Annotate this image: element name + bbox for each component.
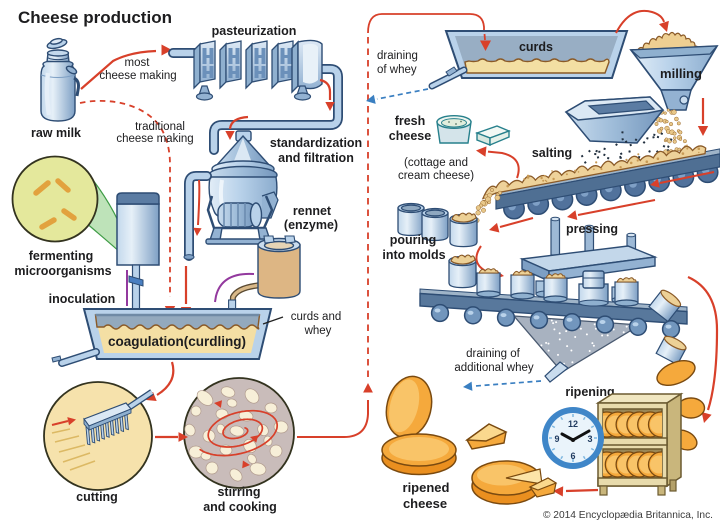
- svg-text:rennet: rennet: [293, 204, 332, 218]
- svg-text:ripening: ripening: [565, 385, 614, 399]
- svg-text:(cottage and: (cottage and: [404, 157, 468, 169]
- svg-text:9: 9: [554, 434, 559, 444]
- svg-text:draining: draining: [377, 50, 418, 62]
- svg-text:raw milk: raw milk: [31, 126, 81, 140]
- svg-text:milling: milling: [660, 66, 702, 81]
- svg-text:fresh: fresh: [395, 114, 426, 128]
- svg-text:3: 3: [587, 434, 592, 444]
- svg-text:(enzyme): (enzyme): [284, 218, 338, 232]
- svg-text:standardization: standardization: [270, 136, 362, 150]
- svg-text:stirring: stirring: [217, 485, 260, 499]
- svg-text:12: 12: [568, 419, 578, 429]
- svg-text:microorganisms: microorganisms: [14, 264, 111, 278]
- svg-text:of whey: of whey: [377, 64, 417, 76]
- svg-text:pressing: pressing: [566, 222, 618, 236]
- svg-text:cheese: cheese: [403, 496, 447, 511]
- svg-text:ripened: ripened: [403, 480, 450, 495]
- svg-text:cream cheese): cream cheese): [398, 170, 474, 182]
- svg-text:inoculation: inoculation: [49, 292, 116, 306]
- svg-text:© 2014 Encyclopædia Britannica: © 2014 Encyclopædia Britannica, Inc.: [543, 510, 713, 521]
- svg-text:cheese making: cheese making: [99, 70, 176, 82]
- svg-text:cheese making: cheese making: [116, 133, 193, 145]
- svg-text:and cooking: and cooking: [203, 500, 277, 514]
- svg-text:pasteurization: pasteurization: [212, 24, 297, 38]
- svg-text:draining of: draining of: [466, 348, 521, 360]
- svg-text:most: most: [125, 57, 151, 69]
- svg-text:curds: curds: [519, 40, 553, 54]
- svg-text:into molds: into molds: [382, 248, 445, 262]
- svg-text:salting: salting: [532, 146, 572, 160]
- svg-text:traditional: traditional: [135, 121, 185, 133]
- svg-text:additional whey: additional whey: [454, 362, 534, 374]
- svg-text:fermenting: fermenting: [29, 249, 94, 263]
- svg-text:cheese: cheese: [389, 129, 431, 143]
- svg-text:Cheese production: Cheese production: [18, 8, 172, 27]
- svg-text:whey: whey: [304, 325, 332, 337]
- svg-text:6: 6: [570, 451, 575, 461]
- svg-text:and filtration: and filtration: [278, 151, 354, 165]
- svg-text:coagulation(curdling): coagulation(curdling): [108, 334, 246, 349]
- svg-text:cutting: cutting: [76, 490, 118, 504]
- svg-text:curds and: curds and: [291, 311, 342, 323]
- svg-text:pouring: pouring: [390, 233, 437, 247]
